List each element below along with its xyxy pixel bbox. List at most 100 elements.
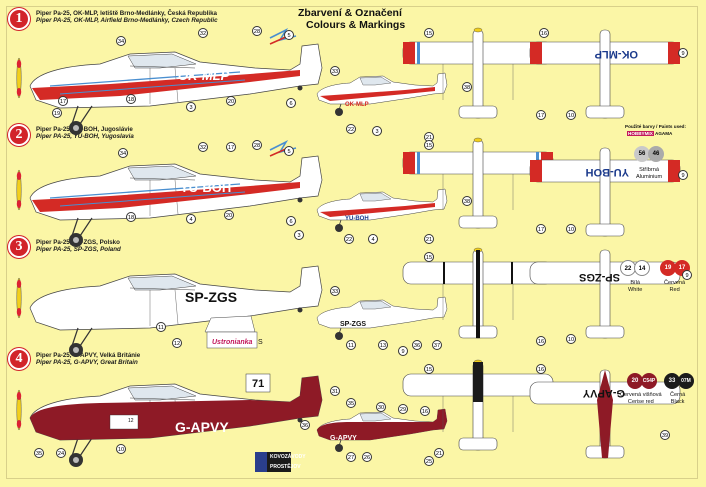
callout: 11 xyxy=(346,340,356,350)
scheme-1-number: 1 xyxy=(10,10,28,28)
scheme-1-reg-small: OK-MLP xyxy=(345,102,369,108)
swatch-cerise-1: 20 xyxy=(627,373,643,389)
scheme-3-s-letter: S xyxy=(258,339,263,346)
callout: 33 xyxy=(330,286,340,296)
callout: 4 xyxy=(186,214,196,224)
swatch-black-2: 07M xyxy=(678,373,694,389)
callout: 10 xyxy=(116,444,126,454)
scheme-3-ustronianka: Ustronianka xyxy=(212,339,253,346)
callout: 9 xyxy=(682,270,692,280)
callout: 31 xyxy=(330,386,340,396)
callout: 9 xyxy=(678,48,688,58)
scheme-4-small-12: 12 xyxy=(128,418,134,424)
logo-line1: KOVOZÁVODY xyxy=(270,454,306,460)
callout: 10 xyxy=(566,224,576,234)
callout: 5 xyxy=(284,30,294,40)
scheme-3-reg-under: SP-ZGS xyxy=(579,271,620,283)
callout: 37 xyxy=(432,340,442,350)
callout: 3 xyxy=(186,102,196,112)
scheme-4-reg-side: G-APVY xyxy=(175,419,229,435)
scheme-3-propeller xyxy=(16,277,22,319)
callout: 21 xyxy=(434,448,444,458)
scheme-2-reg-under: YU-BOH xyxy=(586,166,629,178)
callout: 20 xyxy=(226,96,236,106)
callout: 10 xyxy=(566,110,576,120)
callout: 25 xyxy=(424,456,434,466)
callout: 12 xyxy=(172,338,182,348)
callout: 21 xyxy=(424,234,434,244)
callout: 16 xyxy=(536,364,546,374)
callout: 6 xyxy=(286,98,296,108)
callout: 29 xyxy=(398,404,408,414)
callout: 35 xyxy=(34,448,44,458)
callout: 30 xyxy=(376,402,386,412)
paint-brand-2: AGAMA xyxy=(655,131,673,136)
title-english: Colours & Markings xyxy=(306,19,406,31)
paint-legend-header: Použité barvy / Paints used: xyxy=(625,124,687,129)
swatch-black-1: 33 xyxy=(664,373,680,389)
callout: 16 xyxy=(536,336,546,346)
callout: 24 xyxy=(56,448,66,458)
callout: 26 xyxy=(362,452,372,462)
callout: 33 xyxy=(330,66,340,76)
scheme-4-tail-number: 71 xyxy=(252,378,264,390)
swatch-aluminium-1: 56 xyxy=(634,146,650,162)
callout: 5 xyxy=(284,146,294,156)
callout: 18 xyxy=(126,94,136,104)
callout: 17 xyxy=(58,96,68,106)
callout: 4 xyxy=(368,234,378,244)
swatch-red-1: 19 xyxy=(660,260,676,276)
callout: 34 xyxy=(118,148,128,158)
scheme-2-reg-small: YU-BOH xyxy=(345,216,369,222)
callout: 22 xyxy=(344,234,354,244)
scheme-3-reg-small: SP-ZGS xyxy=(340,321,366,328)
title-czech: Zbarvení & Označení xyxy=(298,7,402,19)
callout: 15 xyxy=(424,28,434,38)
scheme-2-top-view xyxy=(402,137,554,229)
callout: 9 xyxy=(398,346,408,356)
callout: 38 xyxy=(462,82,472,92)
callout: 15 xyxy=(424,140,434,150)
swatch-white-2: 14 xyxy=(634,260,650,276)
scheme-4-number: 4 xyxy=(10,350,28,368)
swatch-aluminium-2: 46 xyxy=(648,146,664,162)
callout: 3 xyxy=(294,230,304,240)
callout: 9 xyxy=(678,170,688,180)
paint-brand-1: HOBBYMIX xyxy=(627,131,654,136)
swatch-cerise-2: C54P xyxy=(641,373,657,389)
callout: 3 xyxy=(372,126,382,136)
scheme-3-hopper-detail xyxy=(204,315,258,349)
scheme-2-number: 2 xyxy=(10,126,28,144)
callout: 13 xyxy=(378,340,388,350)
callout: 20 xyxy=(224,210,234,220)
callout: 19 xyxy=(52,108,62,118)
callout: 22 xyxy=(346,124,356,134)
scheme-4-reg-small: G-APVY xyxy=(330,435,357,442)
scheme-3-reg-side: SP-ZGS xyxy=(185,289,237,305)
callout: 17 xyxy=(536,110,546,120)
callout: 38 xyxy=(462,196,472,206)
callout: 16 xyxy=(539,28,549,38)
callout: 27 xyxy=(346,452,356,462)
scheme-2-propeller xyxy=(16,169,22,211)
callout: 36 xyxy=(412,340,422,350)
callout: 35 xyxy=(346,398,356,408)
scheme-4-reg-under: G-APVY xyxy=(582,387,625,399)
callout: 10 xyxy=(566,334,576,344)
callout: 28 xyxy=(252,26,262,36)
sheet-border xyxy=(6,6,698,479)
callout: 11 xyxy=(156,322,166,332)
callout: 32 xyxy=(198,142,208,152)
scheme-1-top-view xyxy=(402,27,554,119)
callout: 18 xyxy=(126,212,136,222)
scheme-1-reg-under: OK-MLP xyxy=(595,48,638,60)
scheme-3-number: 3 xyxy=(10,238,28,256)
callout: 17 xyxy=(536,224,546,234)
callout: 15 xyxy=(424,252,434,262)
